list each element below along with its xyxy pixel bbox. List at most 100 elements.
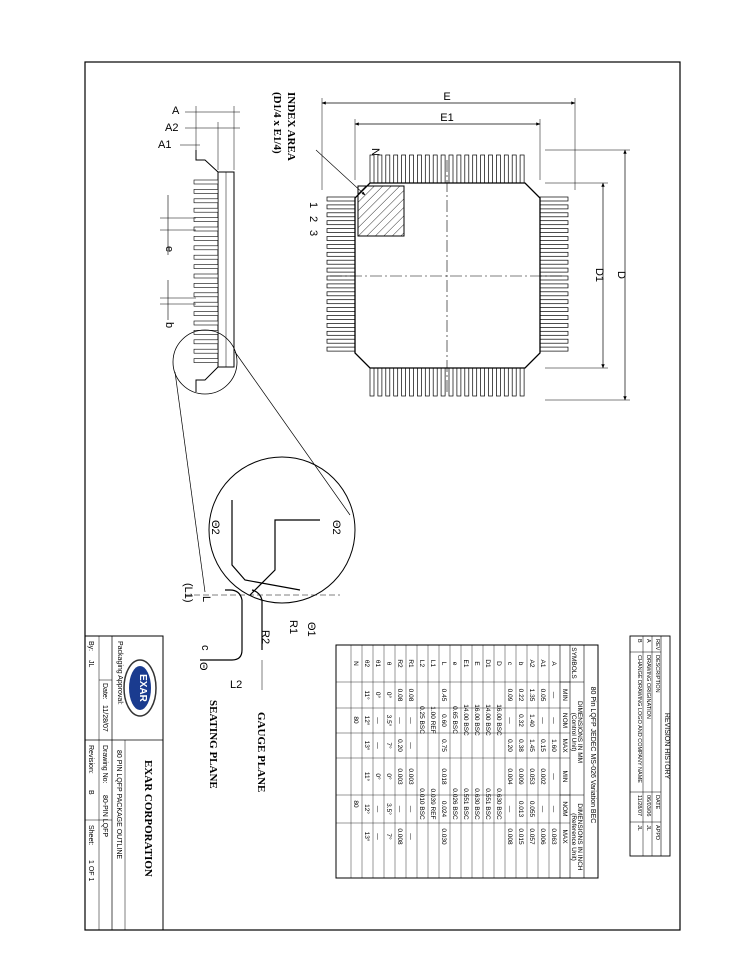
revision-title: REVISION HISTORY [663,713,670,780]
pin-bottom [448,367,454,397]
pin-left [326,251,356,257]
pin-bottom [417,367,422,397]
by-value: JL [87,660,94,668]
pin-right [539,323,569,328]
table-cell: 0.026 BSC [451,788,458,820]
pin-left [326,338,356,344]
side-lead [193,301,219,307]
date-label: Date: [101,683,108,700]
table-cell: 0.057 [528,828,535,845]
pin-right [539,275,569,281]
side-leads [193,179,219,363]
table-symbol: R1 [407,659,414,668]
angle-label-theta2-left: Θ2 [209,520,221,535]
side-lead [193,179,219,185]
index-area-size: (D1/4 x E1/4) [271,92,283,154]
dim-label-E1: E1 [440,112,453,124]
table-cell: — [550,717,557,724]
pin-top [488,154,493,184]
revision-col-header: DATE [654,795,660,810]
pin-right [539,204,569,210]
side-lead [193,245,219,251]
table-symbol: R2 [396,659,403,668]
pin-bottom [472,367,478,397]
table-cell: — [407,742,414,749]
table-symbol: A1 [539,660,546,668]
table-cell: — [407,806,414,813]
table-cell: 7° [385,742,393,749]
pin-bottom [401,367,406,397]
table-symbol: e [451,662,458,666]
table-cell: 0.018 [440,768,447,785]
table-symbol: D [495,661,502,666]
sub-header: NOM [561,713,568,728]
pin-bottom [488,367,493,397]
seating-plane-label: SEATING PLANE [207,700,219,789]
table-cell: 0.60 [440,714,447,727]
side-lead [193,217,219,222]
table-cell: 0.05 [539,689,546,702]
sub-header: MAX [561,738,568,753]
table-cell: 11° [363,772,371,782]
table-cell: 0.09 [506,689,513,702]
table-cell: 1.35 [528,689,535,702]
pin-bottom [511,367,517,397]
side-lead [193,198,219,204]
pin-left [326,267,356,273]
packaging-approval-label: Packaging Approval: [116,641,123,705]
side-lead [193,348,219,354]
pin-right [539,220,569,226]
table-cell: 0.32 [517,714,524,727]
dim-label-L: L [200,596,212,602]
company-name: EXAR CORPORATION [142,760,154,877]
pin-left [326,315,356,320]
table-cell: 0.551 BSC [484,788,491,820]
dim-label-c: c [199,645,211,651]
pin-top [432,154,438,184]
pin-left [326,196,356,202]
angle-label-theta2-right: Θ2 [330,520,342,535]
pin-left [326,228,356,233]
side-lead [193,254,219,260]
table-symbol: L2 [418,660,425,668]
table-cell: — [539,806,546,813]
detail-circle [208,456,356,604]
by-label: By: [87,641,94,651]
table-cell: 3.5° [385,803,393,815]
pin-left [326,212,356,218]
detail-callout-circle [172,329,238,395]
pin-label-N: N [369,148,381,156]
table-symbol: E1 [462,660,469,668]
pin-right [539,196,569,202]
pin-bottom [385,367,391,397]
index-area-label: INDEX AREA [285,92,297,161]
table-cell: 0.006 [539,828,546,845]
table-symbol: L [440,662,447,666]
side-view: A A2 A1 e b [158,105,240,392]
table-cell: 14.00 BSC [484,704,491,736]
dim-label-A2: A2 [165,122,178,134]
top-view: E E1 D D1 N 1 2 3 INDEX AREA (D1/4 x E1/… [271,91,630,401]
revision-value: B [87,790,94,795]
pin-label-3: 3 [307,230,319,236]
pin-right [539,244,569,249]
table-cell: — [396,717,403,724]
pin-right [539,228,569,233]
table-cell: 13° [363,832,371,842]
table-cell: 0.003 [407,768,414,785]
dim-label-b: b [163,322,175,328]
table-cell: — [550,806,557,813]
table-cell: 12° [363,804,371,814]
pin-top [424,154,430,184]
table-cell: 0.015 [517,828,524,845]
pin-top [519,154,525,184]
pin-right [539,338,569,344]
pin-left [326,330,356,336]
sub-header: MIN [561,689,568,701]
pin-bottom [409,367,414,397]
side-lead [193,273,219,279]
pin-bottom [519,367,525,397]
table-cell: — [374,717,381,724]
inch-subheader: (Reference Unit) [570,813,577,861]
